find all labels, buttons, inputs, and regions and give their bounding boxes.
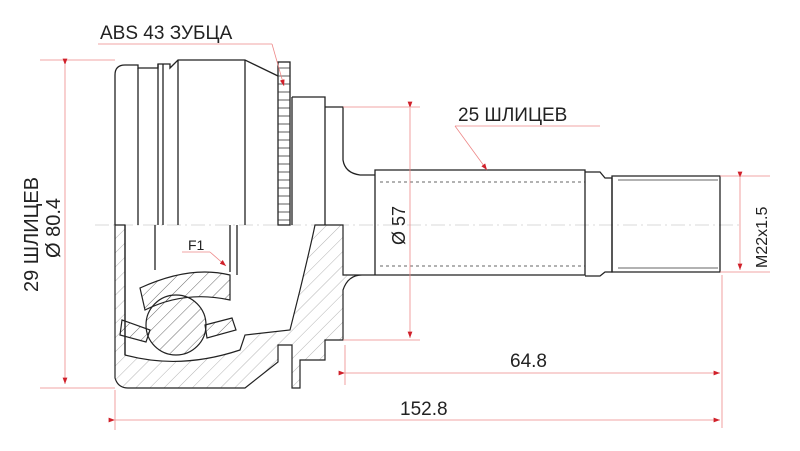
abs-teeth-label: ABS 43 ЗУБЦА <box>100 23 233 44</box>
outer-diameter-label: Ø 80.4 <box>43 198 65 258</box>
housing-cross-section <box>114 224 363 389</box>
shaft-splines-label: 25 ШЛИЦЕВ <box>458 105 567 126</box>
f1-label: F1 <box>188 237 205 253</box>
abs-ring-body <box>277 61 291 226</box>
total-length-label: 152.8 <box>400 399 448 420</box>
thread-label: M22x1.5 <box>754 207 771 268</box>
shaft-diameter-label: Ø 57 <box>389 206 409 245</box>
dimensions <box>40 43 770 430</box>
shaft-length-label: 64.8 <box>510 351 547 372</box>
outer-housing <box>114 59 279 225</box>
flange <box>291 96 375 225</box>
abs-ring <box>277 61 291 226</box>
thread <box>611 175 721 273</box>
outer-splines-label: 29 ШЛИЦЕВ <box>21 177 43 292</box>
